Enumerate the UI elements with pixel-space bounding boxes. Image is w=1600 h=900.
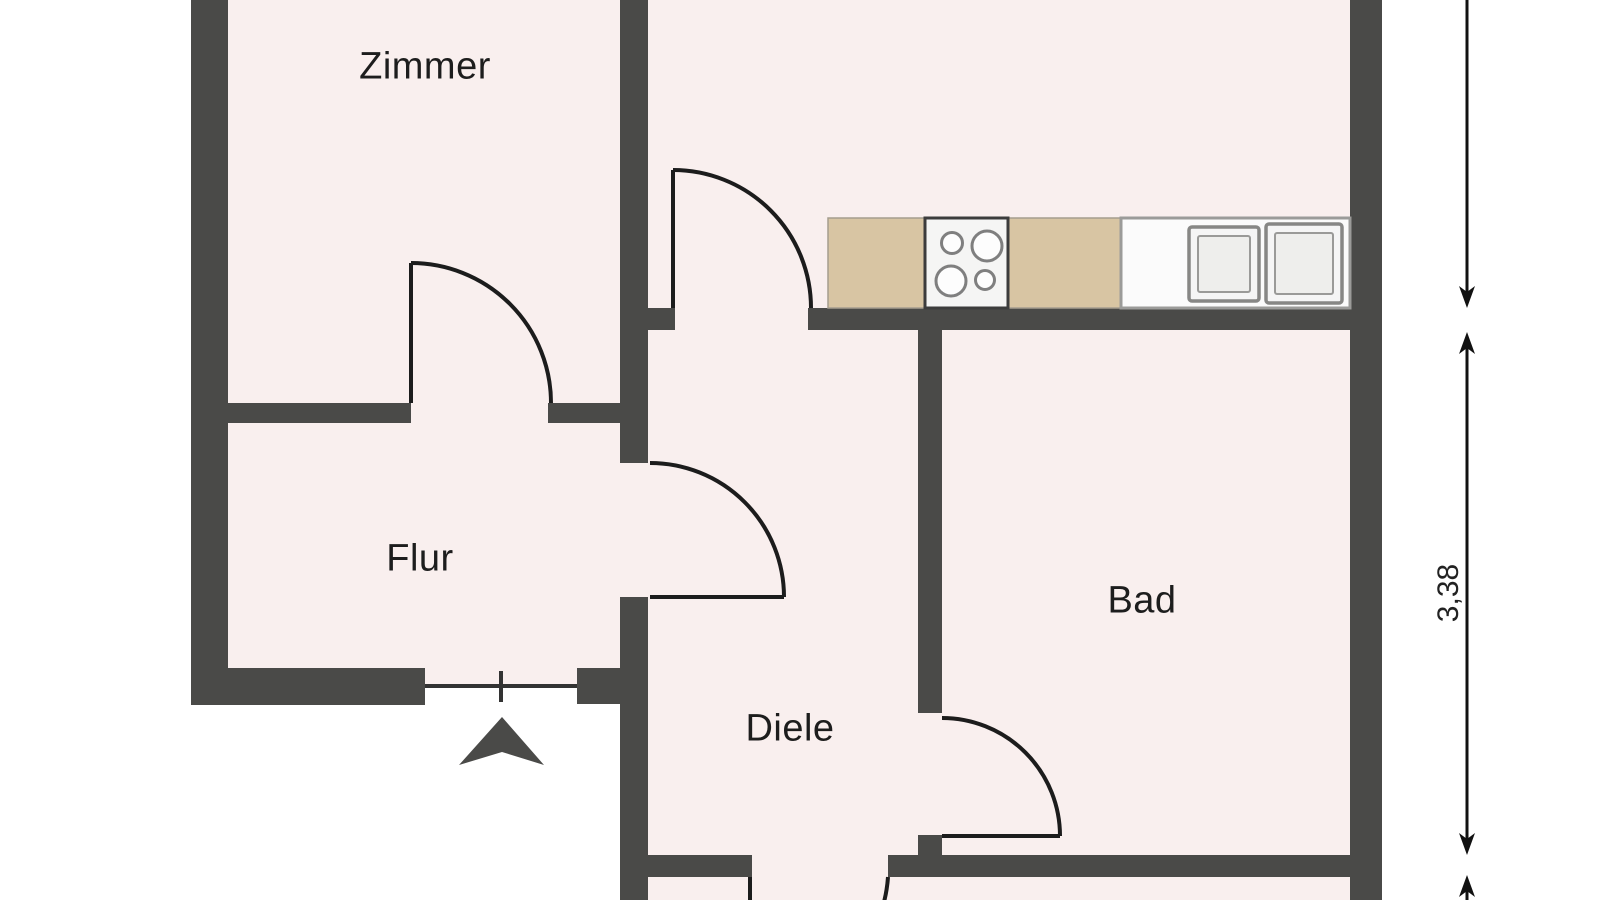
counter-segment	[827, 217, 926, 309]
wall-bottom-left	[648, 855, 752, 877]
doorway-flur-diele	[620, 463, 648, 597]
counter-segment	[1007, 217, 1122, 309]
entrance-symbol	[425, 671, 577, 765]
wall-bad-diele-stub	[918, 835, 942, 855]
wall-left-exterior	[191, 0, 228, 705]
wall-middle-upper	[620, 0, 648, 463]
arrow-down-icon	[1459, 833, 1475, 855]
door-swing-arc	[672, 168, 813, 309]
burner-large	[934, 264, 968, 298]
wall-zimmer-bottom-right	[548, 403, 620, 423]
door-swing-arc	[941, 716, 1062, 837]
room-label-flur: Flur	[386, 537, 454, 580]
stove-hob-icon	[923, 216, 1010, 310]
door-zimmer	[409, 261, 553, 404]
room-label-zimmer: Zimmer	[359, 45, 491, 88]
wall-flur-bottom	[191, 668, 425, 705]
room-area-below-cutoff	[648, 877, 1350, 900]
burner-small	[974, 269, 996, 291]
wall-zimmer-bottom-left	[228, 403, 411, 423]
wall-middle-lower	[620, 597, 648, 900]
door-swing-arc	[882, 876, 890, 900]
double-basin-sink-icon	[1119, 216, 1352, 310]
room-area-kitchen-diele-bad	[648, 0, 1350, 855]
room-label-diele: Diele	[745, 707, 835, 750]
wall-bad-diele	[918, 330, 942, 713]
wall-bottom-right	[888, 855, 1350, 877]
door-bottom-cutoff	[748, 876, 890, 900]
doorway-bottom	[752, 855, 888, 877]
room-area-zimmer-flur	[228, 0, 620, 668]
wall-kitchen-stub	[648, 308, 675, 330]
door-bad	[941, 716, 1062, 838]
room-label-bad: Bad	[1107, 579, 1177, 622]
arrow-down-icon	[1459, 286, 1475, 308]
kitchen-counter	[827, 216, 1352, 310]
dimension-line	[1459, 0, 1475, 900]
wall-right-exterior	[1350, 0, 1382, 900]
wall-kitchen	[808, 308, 1350, 330]
door-kitchen	[671, 168, 813, 309]
door-swing-arc	[410, 261, 553, 404]
dimension-value: 3,38	[1432, 563, 1465, 623]
door-flur-diele	[649, 461, 786, 599]
burner-small	[940, 231, 964, 255]
door-swing-arc	[649, 461, 786, 598]
entrance-arrow-icon	[459, 717, 544, 765]
wall-entrance-jamb	[577, 668, 620, 704]
burner-large	[970, 229, 1004, 263]
